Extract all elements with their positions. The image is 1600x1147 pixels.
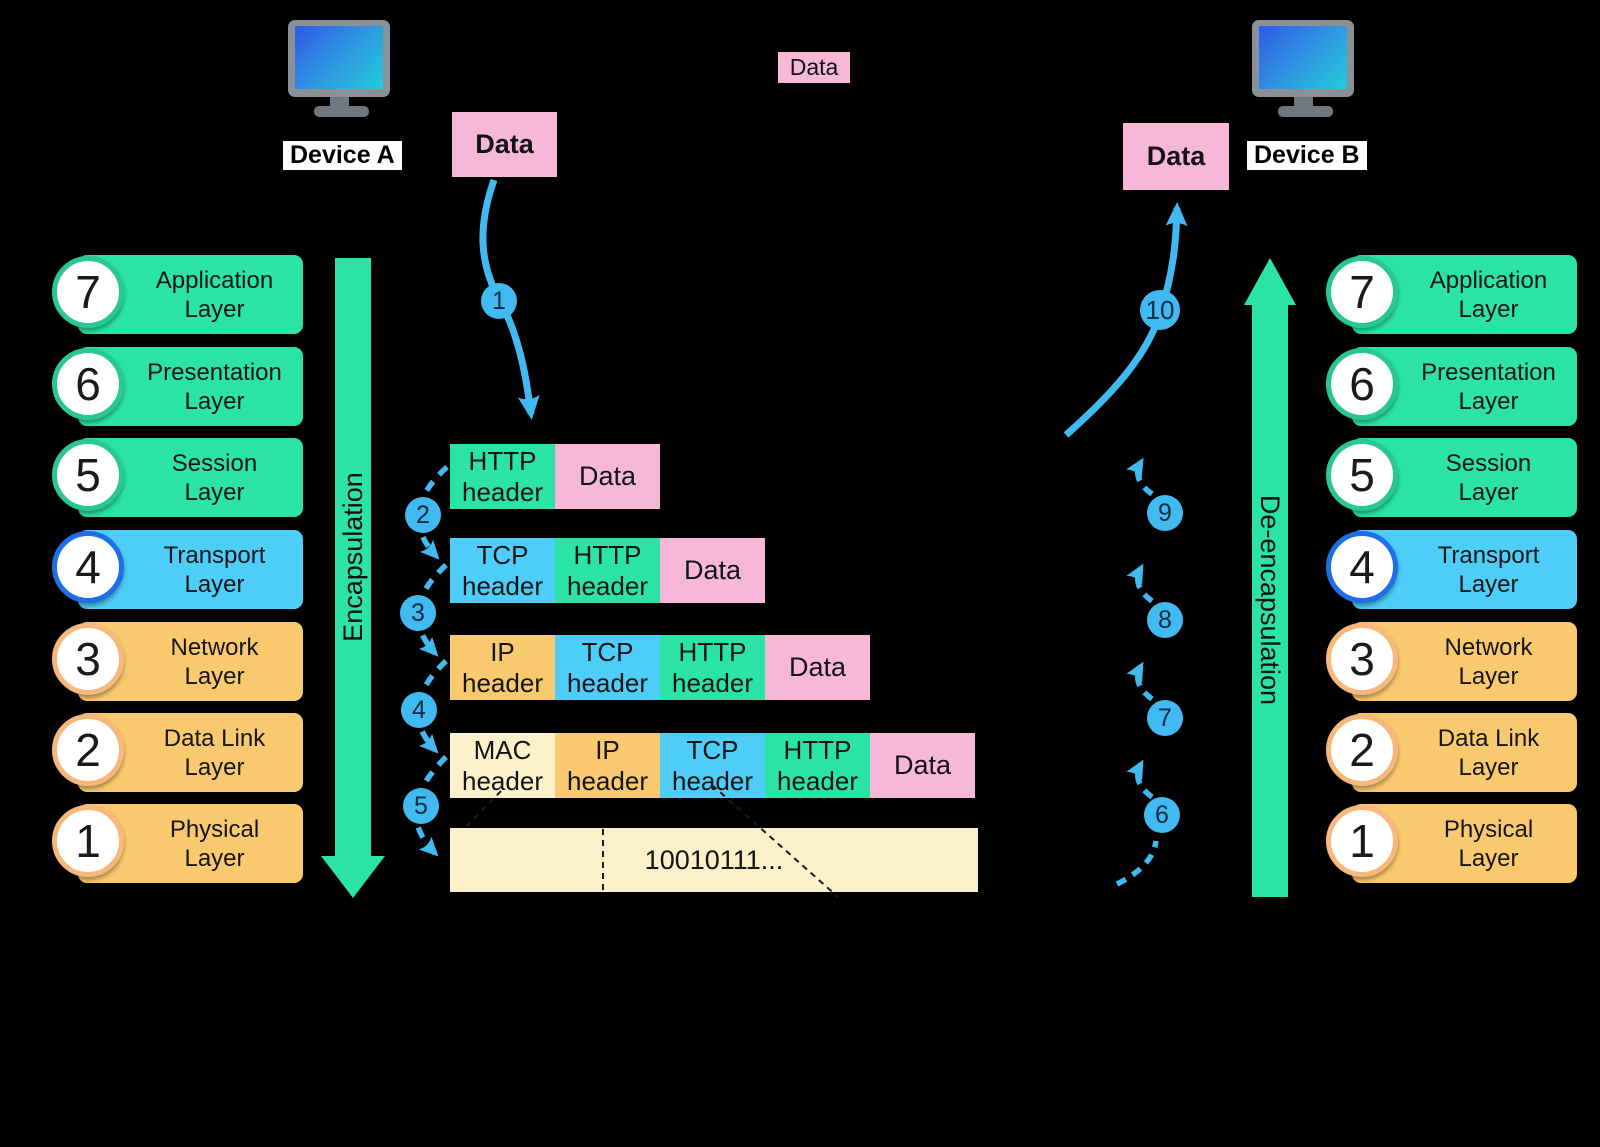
bit-stream-text: 10010111... [644,844,784,875]
layer-number: 4 [1326,531,1398,603]
step-circle-5: 5 [403,788,439,824]
monitor-neck [1294,97,1313,107]
arrow-step-9-top [1126,457,1154,497]
device-b-monitor-icon [1252,20,1354,117]
device-a-label: Device A [283,141,402,170]
step-circle-6: 6 [1144,797,1180,833]
arrow-step-6-tail [1115,840,1159,887]
arrow-step-9 [1126,563,1154,604]
step-circle-2: 2 [405,497,441,533]
layer-number: 2 [1326,714,1398,786]
layer-number: 7 [52,256,124,328]
layer-number: 4 [52,531,124,603]
segment-data: Data [870,733,975,798]
bit-stream-box: 10010111... [450,828,978,892]
layer-number: 3 [52,623,124,695]
layer-number: 5 [52,439,124,511]
layer-number: 6 [1326,348,1398,420]
device-a-monitor-icon [288,20,390,117]
layer-number: 1 [52,805,124,877]
step-circle-8: 8 [1147,602,1183,638]
step-circle-10: 10 [1140,290,1180,330]
arrow-step-4 [415,658,448,754]
data-box-source: Data [452,112,557,177]
monitor-base [314,106,369,117]
segment-data: Data [555,444,660,509]
layer-number: 2 [52,714,124,786]
bit-mapping-line-diagonal [711,784,839,898]
arrow-step-8 [1126,661,1154,702]
step-circle-7: 7 [1147,700,1183,736]
layer-number: 1 [1326,805,1398,877]
de-encapsulation-arrowhead-icon [1244,258,1296,305]
layer-number: 6 [52,348,124,420]
layer-number: 3 [1326,623,1398,695]
step-circle-4: 4 [401,692,437,728]
bit-mapping-line-left [462,790,502,831]
monitor-neck [330,97,349,107]
de-encapsulation-bar [1252,304,1288,897]
layer-number: 7 [1326,256,1398,328]
encapsulation-arrowhead-icon [321,856,385,898]
segment-data: Data [765,635,870,700]
step-circle-3: 3 [400,595,436,631]
segment-data: Data [660,538,765,603]
arrow-step-3 [415,562,448,657]
data-legend-box: Data [778,52,850,83]
data-box-destination: Data [1123,123,1229,190]
step-circle-1: 1 [481,283,517,319]
device-b-label: Device B [1247,141,1367,170]
monitor-screen [295,26,383,89]
encapsulation-bar [335,258,371,856]
layer-number: 5 [1326,439,1398,511]
arrow-step-7 [1126,759,1154,800]
monitor-base [1278,106,1333,117]
step-circle-9: 9 [1147,495,1183,531]
monitor-screen [1259,26,1347,89]
